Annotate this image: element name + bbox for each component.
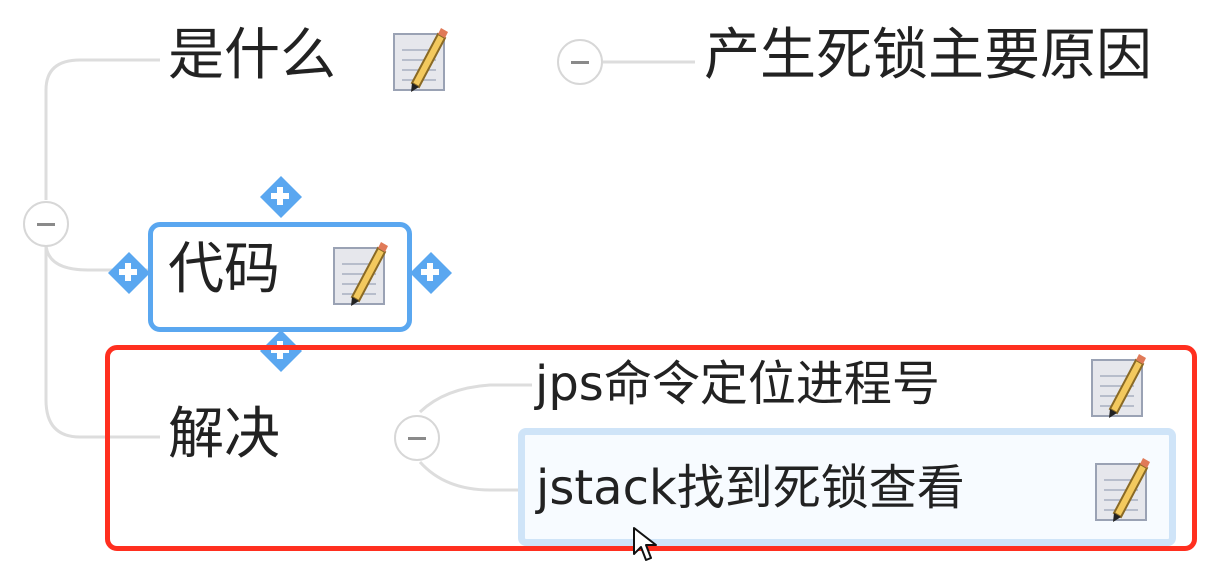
focused-node-highlight[interactable] xyxy=(518,428,1176,546)
note-pencil-icon[interactable] xyxy=(390,26,448,94)
branch-line-root-what xyxy=(44,58,160,200)
node-main-cause-label[interactable]: 产生死锁主要原因 xyxy=(704,23,1152,88)
solve-child-jps-label[interactable]: jps命令定位进程号 xyxy=(535,356,940,412)
note-pencil-icon[interactable] xyxy=(330,240,388,308)
branch-line-solve-jstack xyxy=(418,461,520,492)
mouse-pointer-icon xyxy=(633,527,657,561)
what-collapse-button[interactable] xyxy=(557,39,603,85)
note-pencil-icon[interactable] xyxy=(1088,352,1146,420)
node-solve-label[interactable]: 解决 xyxy=(168,402,280,467)
note-pencil-icon[interactable] xyxy=(1092,456,1150,524)
node-what-label[interactable]: 是什么 xyxy=(168,23,336,88)
branch-line-root-solve xyxy=(44,246,160,439)
solve-child-jstack-label[interactable]: jstack找到死锁查看 xyxy=(536,460,965,516)
node-code-label[interactable]: 代码 xyxy=(168,237,280,302)
root-collapse-button[interactable] xyxy=(23,201,69,247)
branch-line-solve-jps xyxy=(418,383,532,414)
solve-collapse-button[interactable] xyxy=(394,415,440,461)
